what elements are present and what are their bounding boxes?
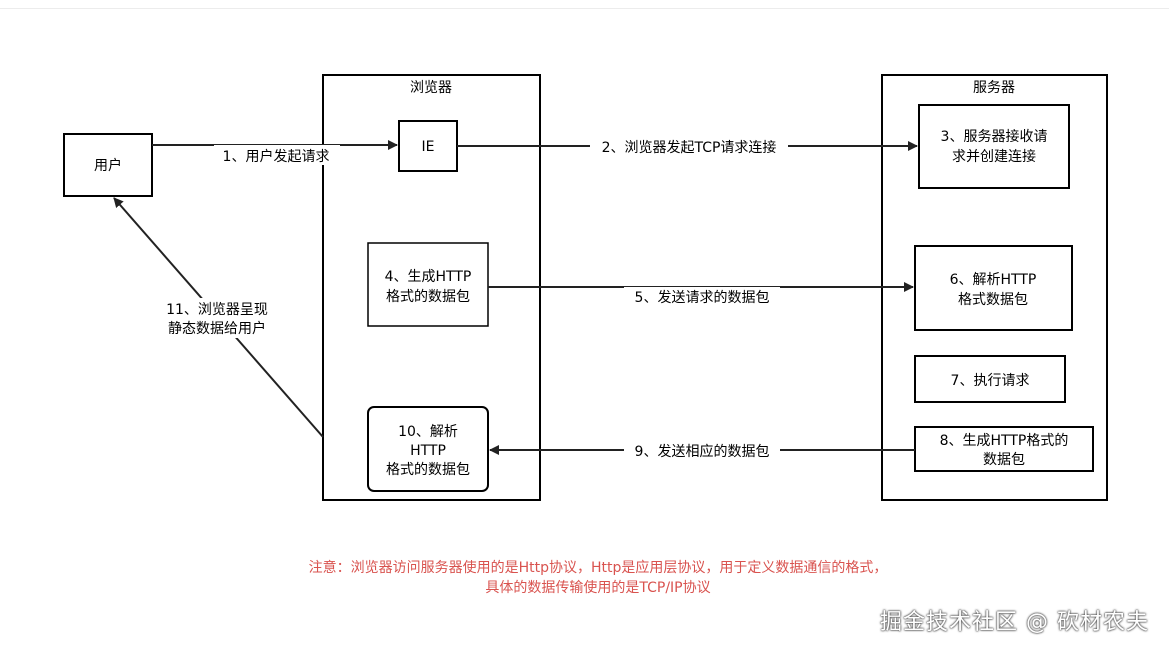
box7-line1: 7、执行请求 — [951, 373, 1030, 389]
generate-http-packet-node: 4、生成HTTP 格式的数据包 — [367, 242, 489, 327]
box10-line3: 格式的数据包 — [386, 462, 470, 478]
ie-label: IE — [422, 139, 435, 155]
server-generate-node: 8、生成HTTP格式的 数据包 — [914, 426, 1094, 472]
edge11-line1: 11、浏览器呈现 — [166, 302, 268, 318]
user-node: 用户 — [63, 133, 153, 197]
parse-http-response-node: 10、解析 HTTP 格式的数据包 — [367, 406, 489, 492]
box3-line2: 求并创建连接 — [952, 148, 1036, 165]
edge-user-request: 1、用户发起请求 — [152, 140, 398, 165]
box10-line2: HTTP — [410, 443, 446, 459]
server-accept-node: 3、服务器接收请 求并创建连接 — [918, 104, 1070, 189]
edge-tcp-connect: 2、浏览器发起TCP请求连接 — [457, 137, 918, 157]
box6-line1: 6、解析HTTP — [950, 272, 1037, 288]
edge9-label: 9、发送相应的数据包 — [635, 443, 770, 460]
box4-line1: 4、生成HTTP — [385, 269, 472, 285]
edge-send-response: 9、发送相应的数据包 — [489, 441, 915, 461]
browser-title: 浏览器 — [410, 80, 452, 96]
note-line-2: 具体的数据传输使用的是TCP/IP协议 — [485, 580, 711, 596]
edge-render-to-user: 11、浏览器呈现 静态数据给用户 — [113, 197, 324, 438]
edge11-line2: 静态数据给用户 — [168, 320, 266, 337]
edge1-label: 1、用户发起请求 — [223, 148, 330, 165]
edge-send-request: 5、发送请求的数据包 — [488, 282, 914, 307]
edge2-label: 2、浏览器发起TCP请求连接 — [602, 139, 777, 156]
box4-line2: 格式的数据包 — [386, 289, 470, 305]
watermark: 掘金技术社区 @ 砍材农夫 — [880, 610, 1149, 635]
box6-line2: 格式数据包 — [958, 292, 1028, 308]
server-parse-node: 6、解析HTTP 格式数据包 — [914, 245, 1073, 331]
ie-node: IE — [398, 120, 458, 172]
box8-line1: 8、生成HTTP格式的 — [940, 433, 1069, 449]
server-title: 服务器 — [973, 80, 1015, 96]
execute-request-node: 7、执行请求 — [914, 355, 1066, 403]
box8-line2: 数据包 — [983, 452, 1025, 468]
top-divider — [0, 8, 1169, 9]
edge5-label: 5、发送请求的数据包 — [635, 290, 770, 306]
box10-line1: 10、解析 — [398, 424, 458, 440]
user-label: 用户 — [94, 157, 122, 174]
note-line-1: 注意：浏览器访问服务器使用的是Http协议，Http是应用层协议，用于定义数据通… — [308, 560, 888, 576]
box3-line1: 3、服务器接收请 — [941, 128, 1048, 145]
protocol-note: 注意：浏览器访问服务器使用的是Http协议，Http是应用层协议，用于定义数据通… — [220, 558, 976, 598]
